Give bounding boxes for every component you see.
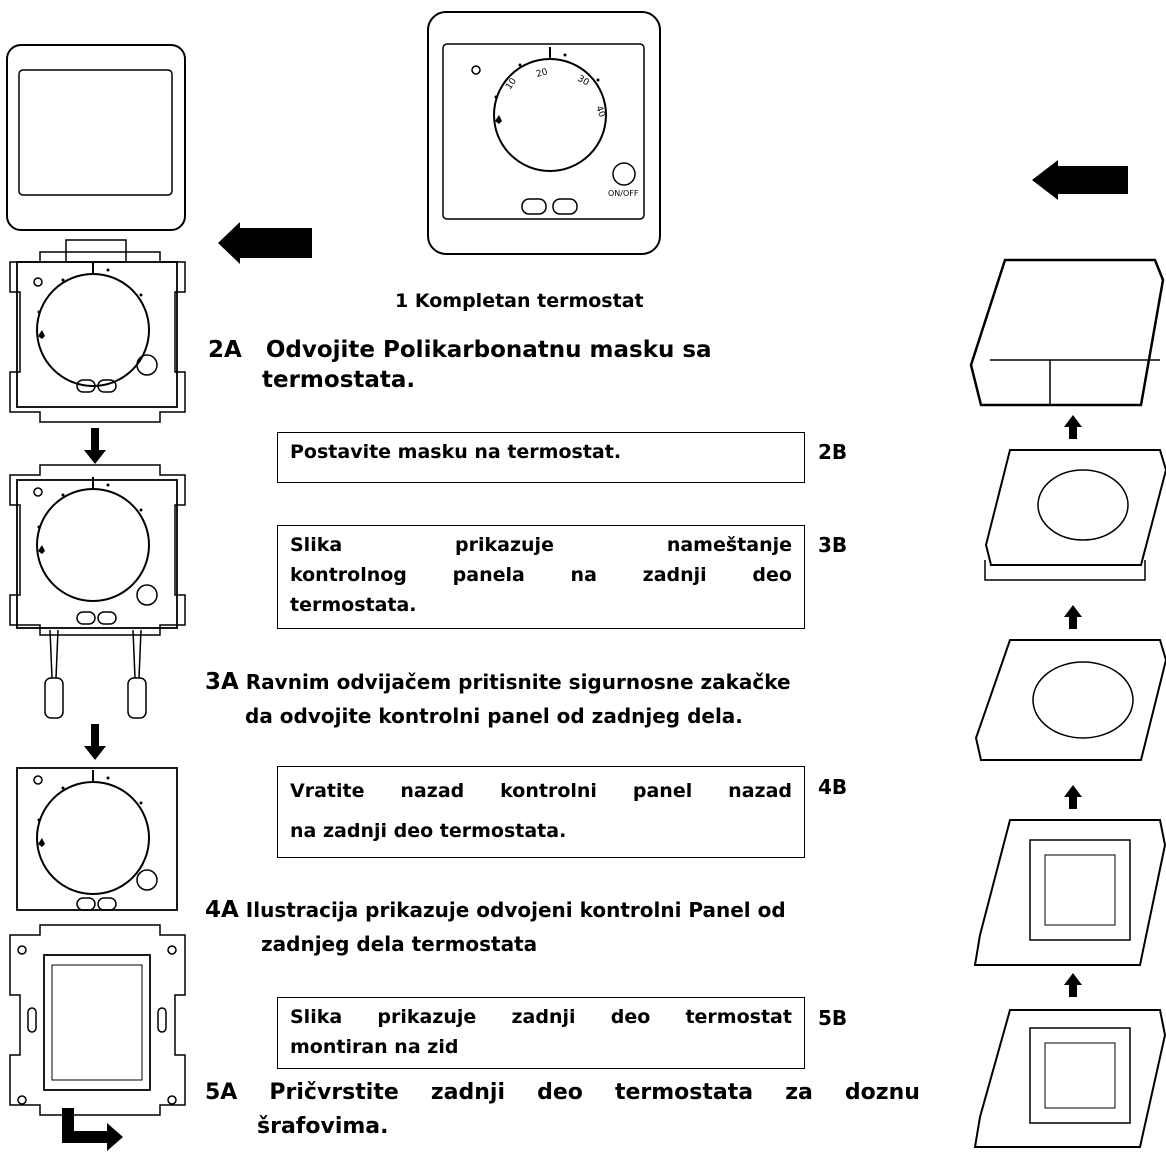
step-5b-word: termostat	[685, 1006, 792, 1028]
complete-thermostat-figure: 10 20 30 40 ON/OFF	[427, 11, 661, 255]
step-3a-text-2: da odvojite kontrolni panel od zadnjeg d…	[245, 704, 743, 728]
step-4b-label: 4B	[818, 775, 848, 799]
step-2b-box: Postavite masku na termostat.	[277, 432, 805, 483]
step-3a-label: 3A	[205, 669, 239, 695]
step-4b-word: nazad	[728, 780, 792, 802]
exploded-cover-figure	[969, 258, 1165, 407]
step-5b-word: zadnji	[511, 1006, 576, 1028]
step-4b-word: kontrolni	[500, 780, 597, 802]
dial-tick-30: 30	[576, 74, 591, 89]
step-5b-word: deo	[610, 1006, 651, 1028]
exploded-panel-figure-2	[974, 639, 1166, 761]
step-4a-label: 4A	[205, 897, 239, 923]
thermostat-frame-figure-1	[9, 239, 186, 423]
onoff-label: ON/OFF	[608, 189, 639, 198]
turn-arrow-icon	[62, 1108, 123, 1151]
left-arrow-icon	[218, 222, 312, 264]
step-2a: 2A Odvojite Polikarbonatnu masku sa term…	[208, 335, 712, 395]
step-5a-line-2: šrafovima.	[257, 1114, 389, 1139]
step-5b-line-2: montiran na zid	[290, 1036, 459, 1058]
step-3a-text-1: Ravnim odvijačem pritisnite sigurnosne z…	[245, 670, 791, 694]
dial-tick-40: 40	[593, 105, 606, 119]
left-arrow-icon-right	[1032, 160, 1128, 200]
step-3b-line-3: termostata.	[290, 594, 417, 616]
step-3b-word: prikazuje	[455, 534, 554, 556]
step-5b-word: Slika	[290, 1006, 343, 1028]
exploded-backplate-figure-1	[973, 819, 1166, 966]
back-part-figure	[9, 924, 186, 1116]
step-4b-word: nazad	[400, 780, 465, 802]
step-5b-label: 5B	[818, 1006, 848, 1030]
step-5a-word: Pričvrstite	[269, 1080, 399, 1105]
step-3b-box: Slika prikazuje nameštanje kontrolnog pa…	[277, 525, 805, 629]
step-4b-line-2: na zadnji deo termostata.	[290, 820, 567, 842]
step-3b-label: 3B	[818, 533, 848, 557]
step-5a-word: zadnji	[430, 1080, 505, 1105]
dial-tick-20: 20	[535, 67, 549, 80]
step-5a-line-1: 5A Pričvrstite zadnji deo termostata za …	[205, 1076, 920, 1110]
complete-thermostat-caption: 1 Kompletan termostat	[395, 290, 644, 312]
step-4b-box: Vratite nazad kontrolni panel nazad na z…	[277, 766, 805, 858]
step-3a: 3A Ravnim odvijačem pritisnite sigurnosn…	[205, 665, 791, 733]
step-5a: 5A Pričvrstite zadnji deo termostata za …	[205, 1076, 920, 1144]
step-5a-word: doznu	[844, 1080, 920, 1105]
step-4a: 4A Ilustracija prikazuje odvojeni kontro…	[205, 893, 786, 961]
thermostat-screwdriver-figure	[9, 464, 186, 719]
step-3b-word: Slika	[290, 534, 343, 556]
step-3b-word: nameštanje	[666, 534, 792, 556]
step-3b-word: panela	[452, 564, 525, 586]
step-2b-label: 2B	[818, 440, 848, 464]
step-4a-text-1: Ilustracija prikazuje odvojeni kontrolni…	[245, 898, 786, 922]
cover-plate-figure	[6, 44, 186, 231]
step-5b-word: prikazuje	[377, 1006, 477, 1028]
step-2a-text-2: termostata.	[262, 367, 416, 393]
step-4b-line-1: Vratite nazad kontrolni panel nazad	[290, 771, 792, 811]
step-3b-word: zadnji	[642, 564, 707, 586]
step-4b-word: panel	[632, 780, 693, 802]
step-2a-text-1: Odvojite Polikarbonatnu masku sa	[265, 337, 712, 363]
step-3b-line-1: Slika prikazuje nameštanje	[290, 530, 792, 560]
step-3b-word: na	[570, 564, 597, 586]
step-3b-word: kontrolnog	[290, 564, 407, 586]
step-3b-word: deo	[752, 564, 792, 586]
step-5a-word: deo	[537, 1080, 583, 1105]
step-5a-label: 5A	[205, 1080, 238, 1105]
exploded-panel-figure-1	[984, 449, 1166, 581]
step-2b-text: Postavite masku na termostat.	[290, 441, 622, 463]
step-4b-word: Vratite	[290, 780, 365, 802]
step-5a-word: za	[785, 1080, 813, 1105]
exploded-backplate-figure-2	[973, 1009, 1166, 1148]
step-3b-line-2: kontrolnog panela na zadnji deo	[290, 560, 792, 590]
control-panel-figure	[16, 767, 178, 911]
step-2a-label: 2A	[208, 337, 242, 363]
step-5a-word: termostata	[614, 1080, 754, 1105]
step-5b-line-1: Slika prikazuje zadnji deo termostat	[290, 1002, 792, 1032]
step-5b-box: Slika prikazuje zadnji deo termostat mon…	[277, 997, 805, 1069]
step-4a-text-2: zadnjeg dela termostata	[261, 932, 538, 956]
